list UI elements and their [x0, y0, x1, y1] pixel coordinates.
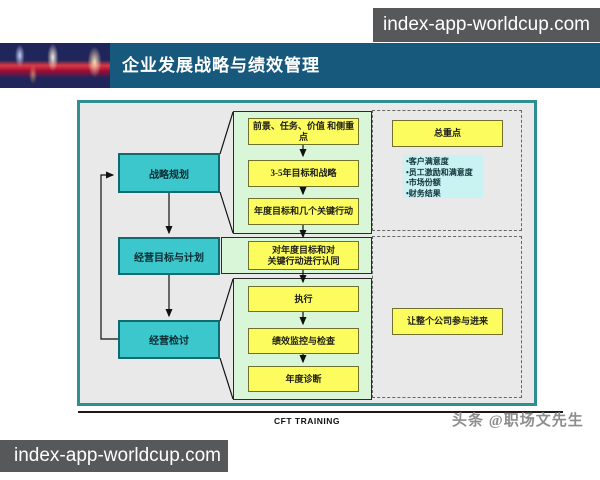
process-box-alignment: 对年度目标和对 关键行动进行认同: [248, 241, 359, 270]
focus-metrics-list: •客户满意度 •员工激励和满意度 •市场份额 •财务结果: [403, 155, 483, 198]
stage-box-strategic-planning: 战略规划: [118, 153, 220, 193]
process-box-execution: 执行: [248, 286, 359, 312]
process-box-annual-diagnosis: 年度诊断: [248, 366, 359, 392]
list-item: •客户满意度: [406, 157, 449, 166]
slide-header: 企业发展战略与绩效管理: [0, 43, 600, 88]
dashed-panel-bottom: [372, 236, 522, 398]
process-box-annual-goals: 年度目标和几个关键行动: [248, 198, 359, 225]
process-box-3-5-year-goals: 3-5年目标和战略: [248, 160, 359, 187]
stage-box-business-objectives: 经营目标与计划: [118, 237, 220, 275]
dashed-panel-top: [372, 110, 522, 231]
list-item: •员工激励和满意度: [406, 167, 473, 177]
page-title: 企业发展战略与绩效管理: [122, 56, 320, 75]
list-item: •财务结果: [406, 188, 441, 198]
stage-box-business-review: 经营检讨: [118, 320, 220, 359]
process-box-vision-mission: 前景、任务、价值 和侧重点: [248, 118, 359, 145]
footer-divider: [78, 411, 563, 413]
footer-training-label: CFT TRAINING: [274, 416, 340, 426]
footer-credit-watermark: 头条 @职场文先生: [452, 413, 584, 429]
list-item: •市场份额: [406, 178, 441, 187]
process-box-performance-monitoring: 绩效监控与检查: [248, 328, 359, 354]
watermark-bottom: index-app-worldcup.com: [0, 440, 228, 472]
city-lights-photo: [0, 43, 110, 88]
company-involvement-box: 让整个公司参与进来: [392, 308, 503, 335]
overall-focus-box: 总重点: [392, 120, 503, 147]
watermark-top: index-app-worldcup.com: [373, 8, 600, 42]
